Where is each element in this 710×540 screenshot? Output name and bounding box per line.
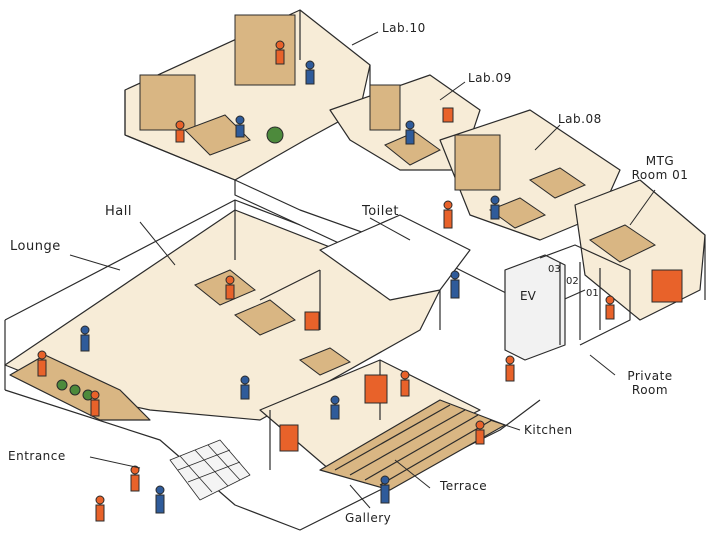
entrance-label: Entrance	[8, 449, 66, 463]
room-02-label: 02	[566, 276, 579, 287]
hall-label: Hall	[105, 204, 132, 219]
mtg-room-label-line1: MTG	[645, 154, 675, 168]
terrace-label: Terrace	[440, 479, 488, 493]
elevator	[504, 254, 566, 361]
toilet-label: Toilet	[362, 204, 400, 219]
table-icon	[184, 114, 657, 376]
mtg-room-label-line2: Room 01	[631, 167, 689, 182]
accent-boards	[279, 107, 683, 452]
room-01-label: 01	[586, 288, 599, 299]
lab-10-label: Lab.10	[382, 21, 426, 35]
lounge-label: Lounge	[10, 239, 61, 254]
plant-icon	[56, 126, 284, 401]
entrance-floor	[169, 439, 251, 501]
private-room-label: Private Room	[615, 369, 685, 398]
mtg-room-label: MTG Room 01	[630, 154, 690, 183]
leader-lines	[69, 31, 656, 509]
private-room-label-line1: Private	[627, 369, 673, 383]
kitchen-label: Kitchen	[524, 423, 573, 437]
room-03-label: 03	[548, 264, 561, 275]
person-icon	[37, 40, 615, 522]
bookshelf-icon	[139, 14, 501, 191]
toilet-area	[319, 214, 471, 330]
private-room-label-line2: Room	[631, 382, 669, 397]
lab-08-label: Lab.08	[558, 112, 602, 126]
elevator-label: EV	[520, 289, 537, 303]
private-rooms	[539, 244, 631, 346]
gallery-label: Gallery	[345, 511, 392, 525]
lab-09-label: Lab.09	[468, 71, 512, 85]
